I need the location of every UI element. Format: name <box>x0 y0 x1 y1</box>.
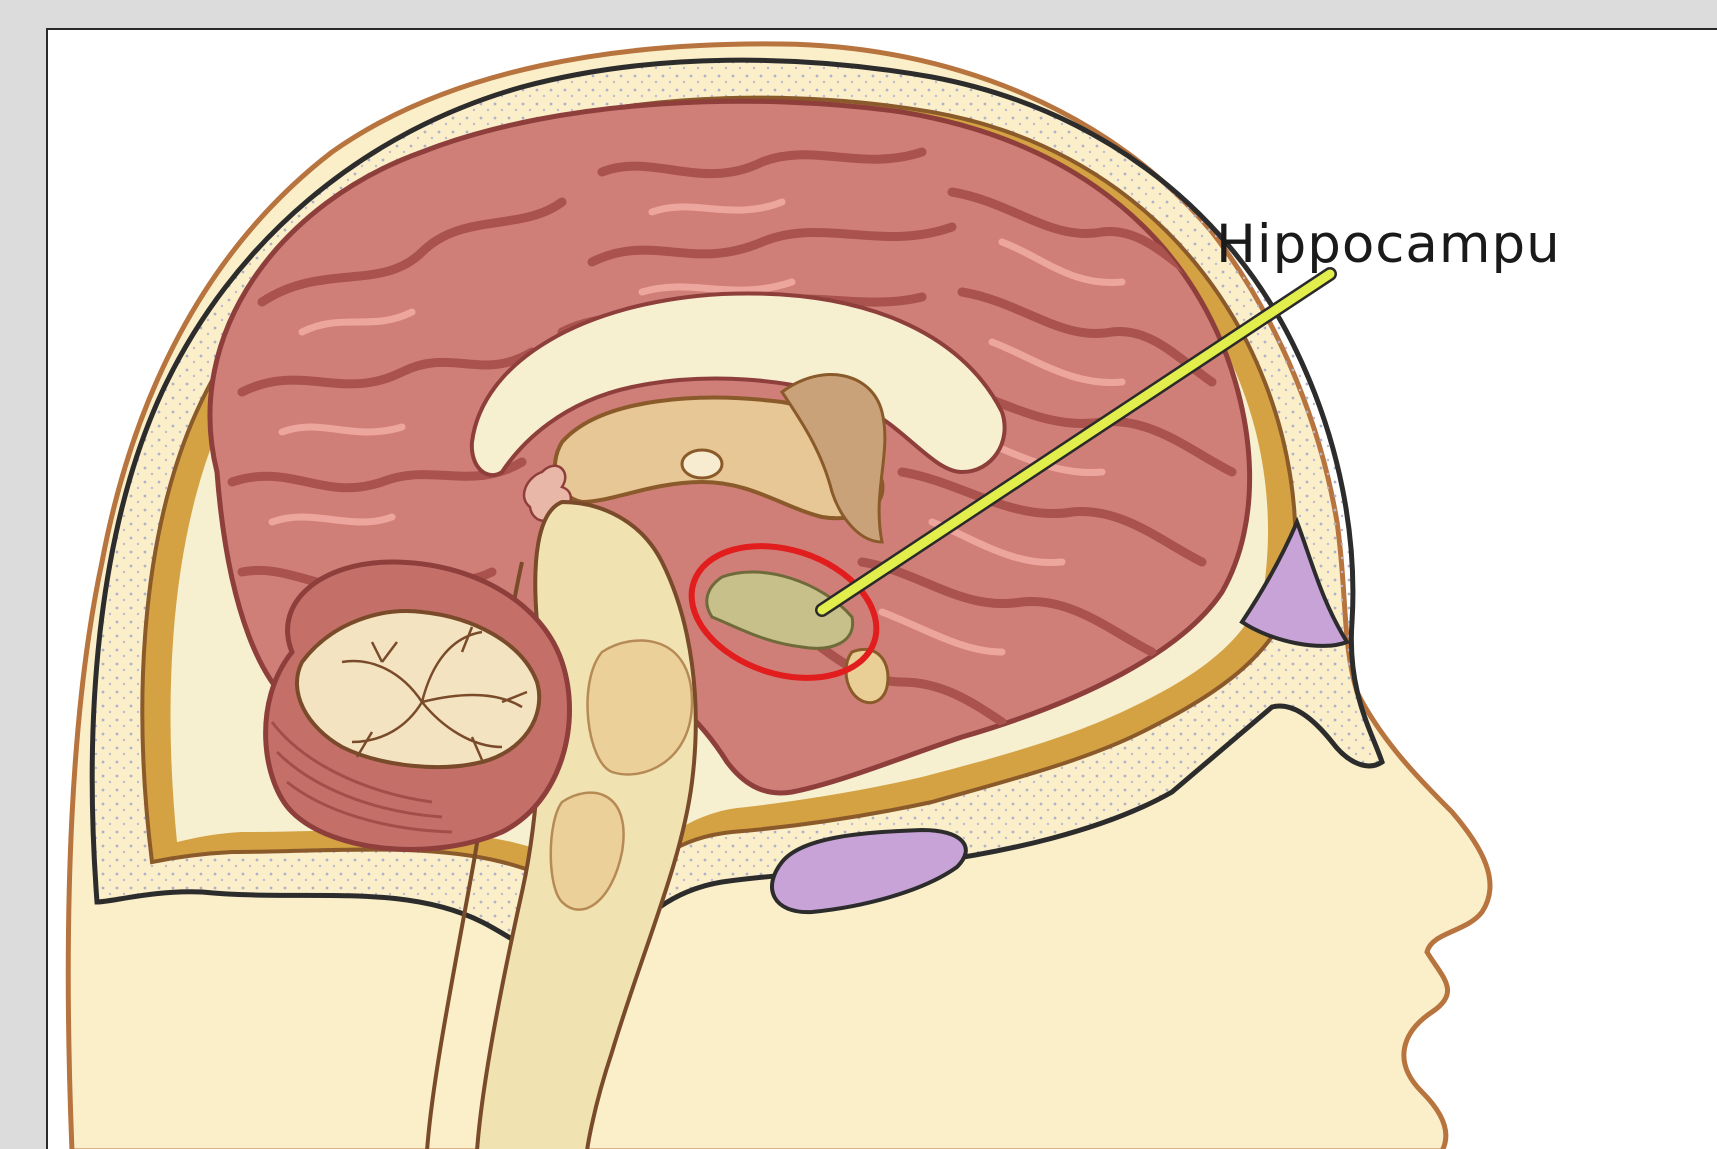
brain-sagittal-illustration <box>48 30 1717 1149</box>
hippocampus-label: Hippocampu <box>1216 214 1561 275</box>
diagram-card: Hippocampu <box>46 28 1717 1149</box>
interthalamic-adhesion <box>682 450 722 478</box>
